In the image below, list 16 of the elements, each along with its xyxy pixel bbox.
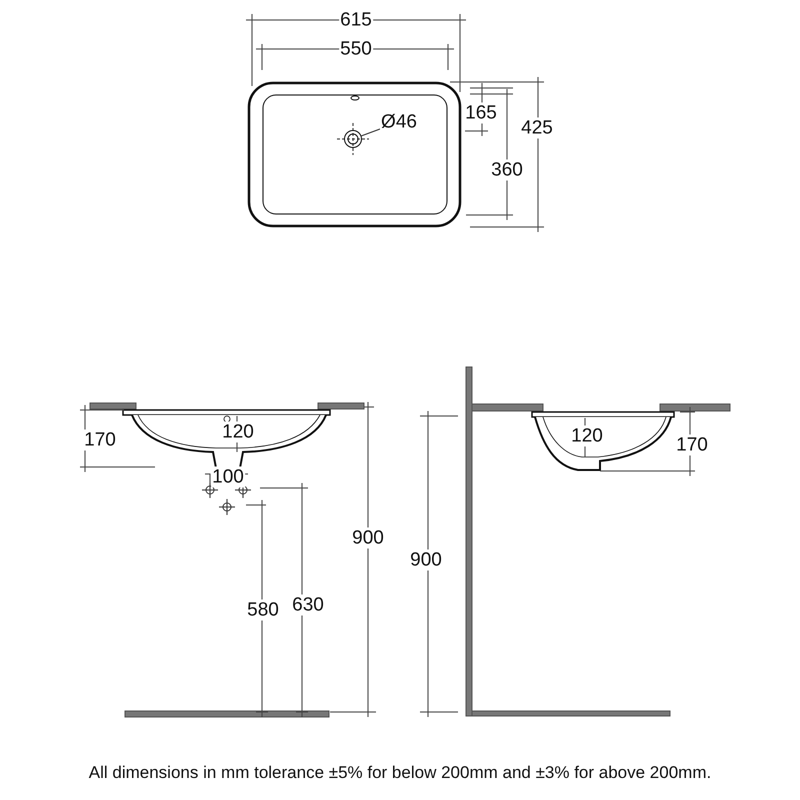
dimension-label: 120 — [221, 422, 255, 442]
dimension-label: 425 — [520, 118, 554, 138]
dimension-label: 900 — [409, 550, 443, 570]
dimension-label: 360 — [490, 160, 524, 180]
waste-outlet-circle — [344, 130, 362, 148]
dimension-label: Ø46 — [380, 112, 418, 132]
dimension-label: 900 — [351, 528, 385, 548]
dimension-label: 170 — [675, 434, 709, 456]
tolerance-note: All dimensions in mm tolerance ±5% for below 200mm and ±3% for above 200mm. — [88, 763, 712, 783]
dimension-label: 630 — [291, 594, 325, 616]
dimension-label: 165 — [464, 102, 498, 124]
dimension-label: 100 — [211, 466, 245, 488]
dimension-label: 170 — [83, 430, 117, 450]
dimension-label: 120 — [570, 426, 604, 446]
dimension-label: 580 — [246, 600, 280, 620]
leader-line — [360, 128, 381, 136]
